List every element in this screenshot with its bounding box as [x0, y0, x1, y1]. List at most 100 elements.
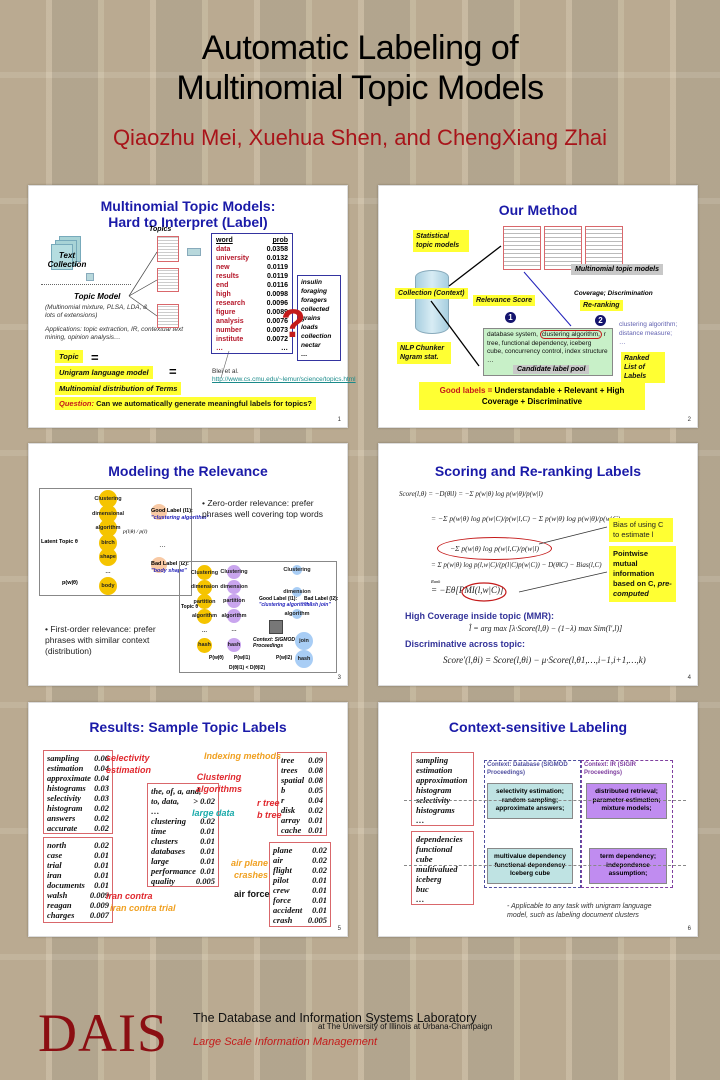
equals-1: =	[91, 350, 99, 365]
topic-word: collected	[301, 306, 330, 313]
topic-model-thumb-2	[544, 226, 582, 270]
collection-box: Collection (Context)	[395, 288, 468, 299]
ir-labels-2: term dependency; independence assumption…	[589, 848, 667, 884]
prob: 0.005	[307, 915, 327, 925]
model-note: (Multinomial mixture, PLSA, LDA, & lots …	[45, 304, 148, 319]
first-order-diagram	[179, 561, 337, 673]
slide-4: Scoring and Re-ranking Labels Score(l,θ)…	[378, 443, 698, 686]
prob: 0.01	[308, 825, 323, 835]
prob: 0.0073	[266, 327, 288, 334]
divergence: D(θ|l1) < D(θ|l2)	[229, 665, 266, 671]
t5-label-black: air force	[234, 889, 270, 899]
topic-word: foraging	[301, 288, 327, 295]
prob: 0.02	[200, 816, 215, 826]
word: institute	[216, 336, 244, 343]
prob: 0.01	[94, 860, 109, 870]
good-label-text: Good Label (l1):"clustering algorithm"	[151, 508, 210, 521]
word: performance	[151, 866, 196, 876]
unigram-box: Unigram language model	[55, 366, 153, 379]
word: charges	[47, 910, 75, 920]
applicability-note: - Applicable to any task with unigram la…	[507, 903, 652, 919]
word: university	[216, 255, 250, 262]
node-: …	[231, 627, 237, 633]
page-number: 4	[687, 675, 691, 681]
db-labels-2: multivalue dependency functional depende…	[487, 848, 573, 884]
page-number: 3	[337, 675, 341, 681]
discriminative-equation: Score′(l,θi) = Score(l,θi) − μ·Score(l,θ…	[443, 655, 646, 665]
ranked-list-box: Ranked List of Labels	[621, 352, 665, 383]
word: crash	[273, 915, 293, 925]
context-ir-frame	[581, 760, 673, 888]
word: pilot	[273, 875, 289, 885]
word: north	[47, 840, 67, 850]
prob: 0.0096	[266, 300, 288, 307]
pmi-note: Pointwise mutual information based on C,…	[609, 546, 676, 602]
prob: 0.01	[200, 846, 215, 856]
topic-box: Topic	[55, 350, 83, 363]
list-word: sampling	[416, 755, 449, 765]
word: walsh	[47, 890, 68, 900]
prob: 0.0119	[266, 273, 288, 280]
ratio-formula: p(l|θ) / p(l)	[123, 529, 148, 535]
word: crew	[273, 885, 290, 895]
mmr-equation: l̂ = arg max [λ·Score(l,θ) − (1−λ) max S…	[469, 624, 623, 633]
slide-2-title: Our Method	[498, 202, 578, 218]
list-word: …	[416, 894, 425, 904]
node-dimensional: dimensional	[92, 504, 124, 523]
prob: 0.0089	[266, 309, 288, 316]
dashed-connector-1	[404, 800, 686, 801]
prob: 0.05	[308, 785, 323, 795]
node-Clustering: Clustering	[191, 565, 218, 580]
slide-1-title: Multinomial Topic Models:Hard to Interpr…	[100, 198, 276, 230]
node-algorithm: algorithm	[192, 608, 217, 624]
slide-2: Our Method Statistical topic models Coll…	[378, 185, 698, 428]
word: trees	[281, 765, 298, 775]
prob: 0.02	[312, 865, 327, 875]
node-birch: birch	[99, 533, 117, 552]
list-word: approximation	[416, 775, 468, 785]
page-number: 2	[687, 417, 691, 423]
word: estimation	[47, 763, 84, 773]
ellipsis: …	[159, 542, 166, 549]
p-l1: P(w|l1)	[234, 655, 251, 661]
db-labels-1: selectivity estimation; random sampling;…	[487, 783, 573, 819]
word: tree	[281, 755, 295, 765]
equation-2: = −Σ p(w|θ) log p(w|C)/p(w|l,C) − Σ p(w|…	[431, 514, 621, 523]
node-hash: hash	[295, 650, 313, 668]
word: reagan	[47, 900, 72, 910]
dashed-connector-2	[404, 865, 686, 866]
list-word: estimation	[416, 765, 453, 775]
prob: 0.03	[94, 783, 109, 793]
bad-label-2-text: Bad Label (l2):"hash join"	[304, 596, 339, 608]
step-2-badge: 2	[595, 315, 606, 326]
statistical-models-box: Statistical topic models	[413, 230, 469, 252]
node-join: join	[295, 632, 313, 650]
citation-link[interactable]: http://www.cs.cmu.edu/~lemur/science/top…	[212, 376, 356, 383]
word: documents	[47, 880, 85, 890]
citation: Blei et al. http://www.cs.cmu.edu/~lemur…	[212, 368, 356, 383]
word: answers	[47, 813, 76, 823]
multinomial-models-label: Multinomial topic models	[571, 264, 664, 275]
method-arrows	[430, 245, 572, 367]
title-line-1: Automatic Labeling of	[201, 29, 519, 67]
